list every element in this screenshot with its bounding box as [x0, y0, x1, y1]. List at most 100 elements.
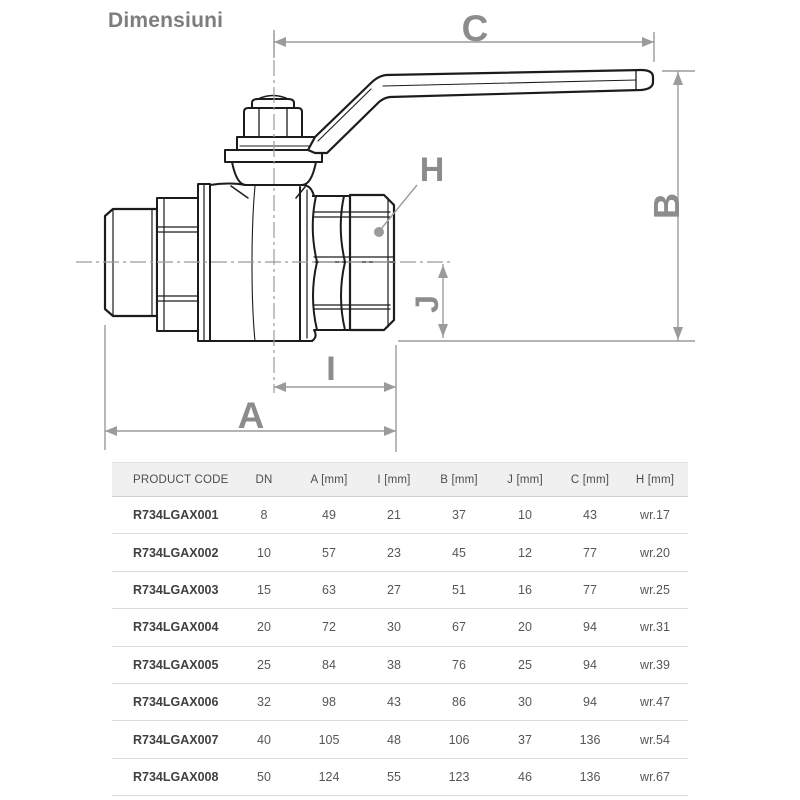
value-cell: 43 — [583, 508, 597, 523]
value-cell: 50 — [257, 769, 271, 784]
table-row: R734LGAX006 32 98 43 86 30 94 wr.47 — [112, 684, 688, 722]
value-cell: 27 — [387, 582, 401, 597]
value-cell: 8 — [260, 508, 268, 523]
value-cell: 32 — [257, 695, 271, 710]
valve-dimension-drawing: C B J H I A — [76, 8, 695, 452]
value-cell: 57 — [322, 545, 336, 560]
value-cell: 46 — [518, 769, 532, 784]
value-cell: 37 — [518, 732, 532, 747]
leader-dot-H — [374, 227, 384, 237]
table-row: R734LGAX008 50 124 55 123 46 136 wr.67 — [112, 759, 688, 797]
column-header: A [mm] — [310, 473, 348, 486]
product-code-cell: R734LGAX007 — [133, 732, 219, 747]
value-cell: 10 — [257, 545, 271, 560]
value-cell: 43 — [387, 695, 401, 710]
value-cell: wr.17 — [640, 508, 670, 523]
value-cell: 72 — [322, 620, 336, 635]
value-cell: 123 — [448, 769, 470, 784]
stem-nut — [243, 107, 303, 138]
value-cell: 30 — [387, 620, 401, 635]
value-cell: 45 — [452, 545, 466, 560]
dimension-lines: C B J H I A — [104, 8, 695, 452]
column-header: B [mm] — [440, 473, 478, 486]
value-cell: 49 — [322, 508, 336, 523]
value-cell: 55 — [387, 769, 401, 784]
dimension-line-C — [273, 30, 655, 62]
value-cell: 51 — [452, 582, 466, 597]
value-cell: 25 — [518, 657, 532, 672]
valve-body-drawing — [103, 68, 655, 342]
product-code-cell: R734LGAX005 — [133, 657, 219, 672]
value-cell: 98 — [322, 695, 336, 710]
lever-handle — [306, 68, 655, 155]
value-cell: 124 — [318, 769, 340, 784]
dimension-table: PRODUCT CODE DN A [mm] I [mm] B [mm] J [mm] C … — [112, 462, 688, 797]
value-cell: 20 — [257, 620, 271, 635]
product-code-cell: R734LGAX008 — [133, 769, 219, 784]
label-B: B — [646, 193, 687, 219]
table-row: R734LGAX002 10 57 23 45 12 77 wr.20 — [112, 534, 688, 572]
value-cell: wr.39 — [640, 657, 670, 672]
value-cell: 48 — [387, 732, 401, 747]
value-cell: 38 — [387, 657, 401, 672]
product-code-cell: R734LGAX002 — [133, 545, 219, 560]
value-cell: 12 — [518, 545, 532, 560]
page-title: Dimensiuni — [108, 9, 224, 32]
table-header: PRODUCT CODE DN A [mm] I [mm] B [mm] J [mm] C … — [112, 462, 688, 497]
value-cell: 94 — [583, 620, 597, 635]
handle-plate — [236, 136, 319, 151]
value-cell: 67 — [452, 620, 466, 635]
leader-line-H — [380, 184, 418, 230]
value-cell: 16 — [518, 582, 532, 597]
product-code-cell: R734LGAX006 — [133, 695, 219, 710]
value-cell: 77 — [583, 545, 597, 560]
value-cell: 136 — [579, 732, 601, 747]
value-cell: 76 — [452, 657, 466, 672]
union-nut-side — [311, 195, 353, 342]
value-cell: 15 — [257, 582, 271, 597]
adapter-hex — [156, 197, 199, 332]
table-row: R734LGAX004 20 72 30 67 20 94 wr.31 — [112, 609, 688, 647]
product-code-cell: R734LGAX004 — [133, 620, 219, 635]
column-header: J [mm] — [507, 473, 543, 486]
value-cell: 25 — [257, 657, 271, 672]
column-header: DN — [255, 473, 273, 486]
table-row: R734LGAX005 25 84 38 76 25 94 wr.39 — [112, 647, 688, 684]
product-code-cell: R734LGAX003 — [133, 582, 219, 597]
value-cell: 23 — [387, 545, 401, 560]
value-cell: 94 — [583, 657, 597, 672]
column-header: C [mm] — [570, 473, 610, 486]
label-J: J — [409, 295, 445, 313]
value-cell: 10 — [518, 508, 532, 523]
column-header-product-code: PRODUCT CODE — [133, 473, 229, 486]
value-cell: 84 — [322, 657, 336, 672]
value-cell: 77 — [583, 582, 597, 597]
value-cell: wr.25 — [640, 582, 670, 597]
label-I: I — [326, 350, 335, 388]
value-cell: 136 — [579, 769, 601, 784]
label-H: H — [420, 151, 445, 189]
value-cell: wr.54 — [640, 732, 670, 747]
value-cell: 94 — [583, 695, 597, 710]
value-cell: wr.67 — [640, 769, 670, 784]
value-cell: 21 — [387, 508, 401, 523]
dimension-line-A — [104, 325, 396, 450]
value-cell: 37 — [452, 508, 466, 523]
value-cell: 86 — [452, 695, 466, 710]
value-cell: 20 — [518, 620, 532, 635]
label-A: A — [238, 395, 265, 436]
dimension-line-I — [274, 345, 397, 452]
column-header: I [mm] — [377, 473, 411, 486]
value-cell: wr.31 — [640, 620, 670, 635]
column-header: H [mm] — [635, 473, 675, 486]
value-cell: 106 — [448, 732, 470, 747]
value-cell: wr.20 — [640, 545, 670, 560]
value-cell: 40 — [257, 732, 271, 747]
dimension-line-B — [398, 70, 695, 342]
value-cell: 30 — [518, 695, 532, 710]
value-cell: wr.47 — [640, 695, 670, 710]
